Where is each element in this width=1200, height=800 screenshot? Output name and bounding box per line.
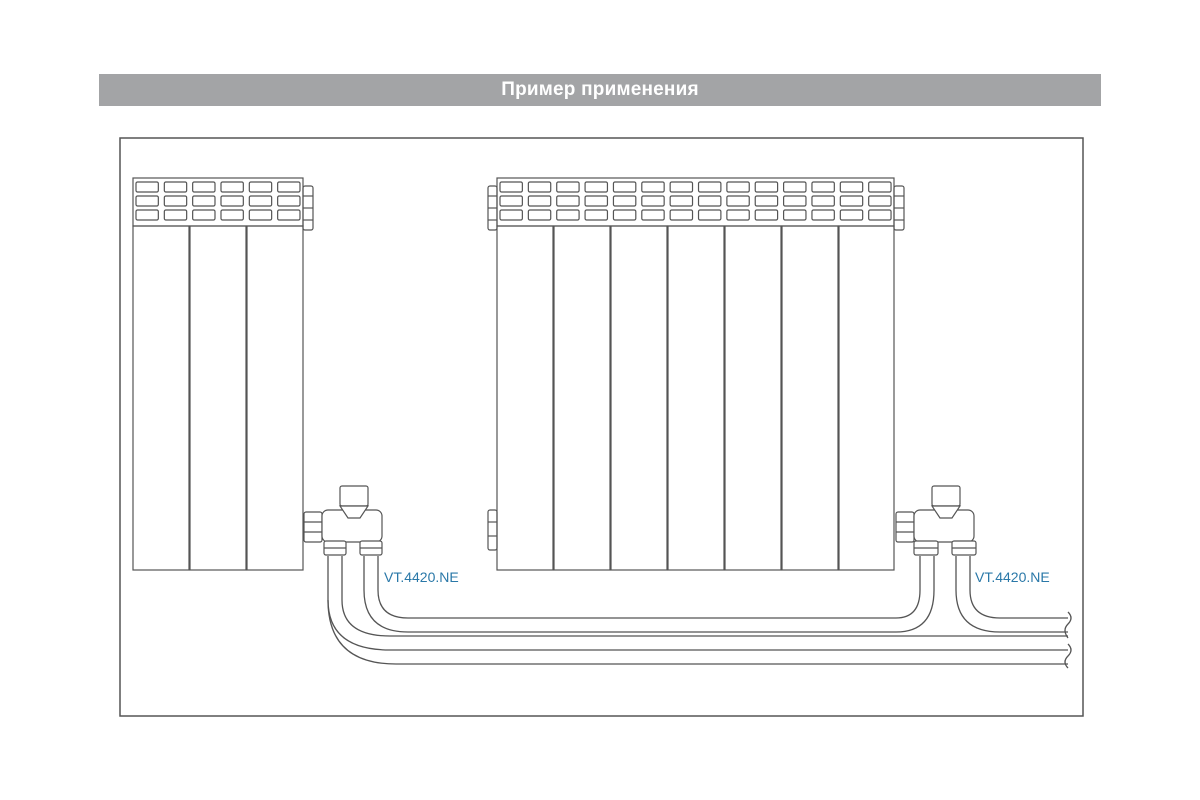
radiator-fin bbox=[726, 209, 750, 221]
valve-left bbox=[303, 485, 383, 556]
radiator-fin bbox=[499, 209, 523, 221]
radiator-fin bbox=[556, 195, 580, 207]
radiator-fin bbox=[135, 209, 159, 221]
radiator-right bbox=[487, 177, 905, 571]
radiator-fin bbox=[584, 195, 609, 207]
radiator-fin bbox=[641, 209, 665, 221]
radiator-fin bbox=[556, 181, 580, 193]
pipe-right-out bbox=[955, 556, 1068, 633]
radiator-fin bbox=[697, 209, 722, 221]
radiator-fin bbox=[754, 181, 779, 193]
radiator-fin bbox=[220, 209, 244, 221]
radiator-fin bbox=[726, 181, 750, 193]
radiator-fin bbox=[135, 181, 159, 193]
radiator-fin bbox=[669, 195, 694, 207]
radiator-fin bbox=[868, 209, 892, 221]
radiator-fin bbox=[697, 195, 722, 207]
radiator-fin bbox=[163, 181, 188, 193]
radiator-fin bbox=[782, 195, 807, 207]
radiator-fin bbox=[584, 181, 609, 193]
radiator-fin bbox=[192, 209, 216, 221]
radiator-fin bbox=[868, 181, 892, 193]
radiator-left bbox=[132, 177, 314, 571]
radiator-fin bbox=[248, 209, 273, 221]
radiator-fin bbox=[220, 195, 244, 207]
valve-label-right: VT.4420.NE bbox=[975, 569, 1050, 585]
radiator-fin bbox=[782, 209, 807, 221]
radiator-fin bbox=[527, 195, 552, 207]
radiator-fin bbox=[584, 209, 609, 221]
radiator-fin bbox=[641, 195, 665, 207]
valve-label-left: VT.4420.NE bbox=[384, 569, 459, 585]
radiator-fin bbox=[135, 195, 159, 207]
radiator-fin bbox=[839, 195, 864, 207]
radiator-fin bbox=[726, 195, 750, 207]
radiator-fin bbox=[499, 181, 523, 193]
diagram-frame bbox=[119, 137, 1084, 717]
header-title: Пример применения bbox=[501, 79, 699, 100]
valve-right bbox=[895, 485, 977, 556]
radiator-fin bbox=[754, 209, 779, 221]
radiator-fin bbox=[277, 181, 301, 193]
radiator-fin bbox=[192, 195, 216, 207]
radiator-fin bbox=[811, 181, 835, 193]
header-bar: Пример применения bbox=[99, 74, 1101, 106]
radiator-fin bbox=[163, 209, 188, 221]
radiator-fin bbox=[277, 209, 301, 221]
radiator-fin bbox=[782, 181, 807, 193]
radiator-fin bbox=[669, 181, 694, 193]
radiator-fin bbox=[527, 209, 552, 221]
radiator-fin bbox=[839, 181, 864, 193]
radiator-fin bbox=[612, 195, 637, 207]
radiator-fin bbox=[612, 209, 637, 221]
radiator-fin bbox=[868, 195, 892, 207]
radiator-fin bbox=[811, 209, 835, 221]
radiator-fin bbox=[220, 181, 244, 193]
radiator-fin bbox=[669, 209, 694, 221]
radiator-fin bbox=[811, 195, 835, 207]
radiator-fin bbox=[697, 181, 722, 193]
radiator-fin bbox=[556, 209, 580, 221]
radiator-fin bbox=[612, 181, 637, 193]
radiator-fin bbox=[277, 195, 301, 207]
radiator-fin bbox=[839, 209, 864, 221]
radiator-fin bbox=[641, 181, 665, 193]
radiator-fin bbox=[248, 195, 273, 207]
radiator-fin bbox=[754, 195, 779, 207]
radiator-fin bbox=[163, 195, 188, 207]
radiator-fin bbox=[499, 195, 523, 207]
radiator-fin bbox=[527, 181, 552, 193]
radiator-fin bbox=[248, 181, 273, 193]
radiator-fin bbox=[192, 181, 216, 193]
pipes bbox=[327, 556, 1072, 669]
pipe-left-inner bbox=[363, 556, 935, 633]
